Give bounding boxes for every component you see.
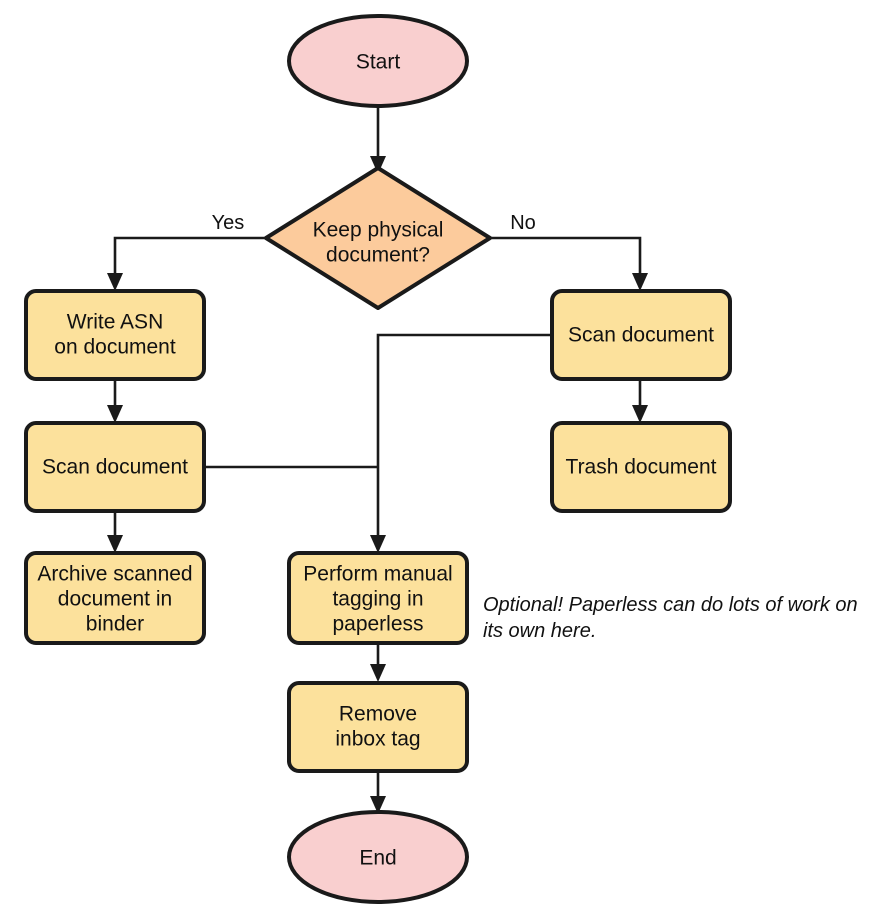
scan-document-left-label: Scan document xyxy=(42,456,188,479)
end-label: End xyxy=(359,847,396,870)
annotation-line1: Optional! Paperless can do lots of work … xyxy=(483,594,858,616)
edge-label-yes: Yes xyxy=(212,212,245,234)
edge-scan-right-to-trash xyxy=(632,379,648,423)
tagging-label-line3: paperless xyxy=(332,613,423,636)
edge-tagging-to-remove-inbox xyxy=(370,643,386,682)
edge-write-asn-to-scan-left xyxy=(107,379,123,423)
write-asn-label-line2: on document xyxy=(54,336,176,359)
node-scan-document-left[interactable]: Scan document xyxy=(24,421,206,513)
remove-inbox-box xyxy=(287,681,469,773)
archive-box xyxy=(24,551,206,645)
decision-label-line1: Keep physical xyxy=(313,219,444,242)
edge-decision-yes-to-write-asn xyxy=(107,236,266,291)
decision-diamond xyxy=(264,166,492,310)
start-label: Start xyxy=(356,51,401,74)
archive-label-line1: Archive scanned xyxy=(37,563,192,586)
scan-document-right-box xyxy=(550,289,732,381)
archive-label-line2: document in xyxy=(58,588,172,611)
write-asn-label-line1: Write ASN xyxy=(67,311,163,334)
tagging-box xyxy=(287,551,469,645)
scan-document-right-label: Scan document xyxy=(568,324,714,347)
node-start[interactable]: Start xyxy=(287,14,469,108)
node-write-asn-on-document[interactable]: Write ASN on document xyxy=(24,289,206,381)
node-decision-keep-physical-document[interactable]: Keep physical document? xyxy=(264,166,492,310)
edge-start-to-decision xyxy=(370,105,386,174)
edge-decision-no-to-scan-right xyxy=(490,236,648,291)
annotation-optional-note: Optional! Paperless can do lots of work … xyxy=(483,594,858,642)
node-scan-document-right[interactable]: Scan document xyxy=(550,289,732,381)
node-trash-document[interactable]: Trash document xyxy=(550,421,732,513)
tagging-label-line2: tagging in xyxy=(332,588,423,611)
end-ellipse xyxy=(287,810,469,904)
start-ellipse xyxy=(287,14,469,108)
node-perform-manual-tagging[interactable]: Perform manual tagging in paperless xyxy=(287,551,469,645)
annotation-line2: its own here. xyxy=(483,620,596,642)
scan-document-left-box xyxy=(24,421,206,513)
node-archive-scanned-document[interactable]: Archive scanned document in binder xyxy=(24,551,206,645)
node-remove-inbox-tag[interactable]: Remove inbox tag xyxy=(287,681,469,773)
trash-document-label: Trash document xyxy=(566,456,717,479)
edge-scan-left-to-archive xyxy=(107,511,123,553)
decision-label-line2: document? xyxy=(326,244,430,267)
trash-document-box xyxy=(550,421,732,513)
node-end[interactable]: End xyxy=(287,810,469,904)
edge-remove-inbox-to-end xyxy=(370,771,386,814)
edge-label-no: No xyxy=(510,212,536,234)
remove-inbox-label-line1: Remove xyxy=(339,703,417,726)
archive-label-line3: binder xyxy=(86,613,144,636)
tagging-label-line1: Perform manual xyxy=(303,563,452,586)
write-asn-box xyxy=(24,289,206,381)
remove-inbox-label-line2: inbox tag xyxy=(335,728,420,751)
edge-scan-right-to-tagging xyxy=(370,333,552,553)
